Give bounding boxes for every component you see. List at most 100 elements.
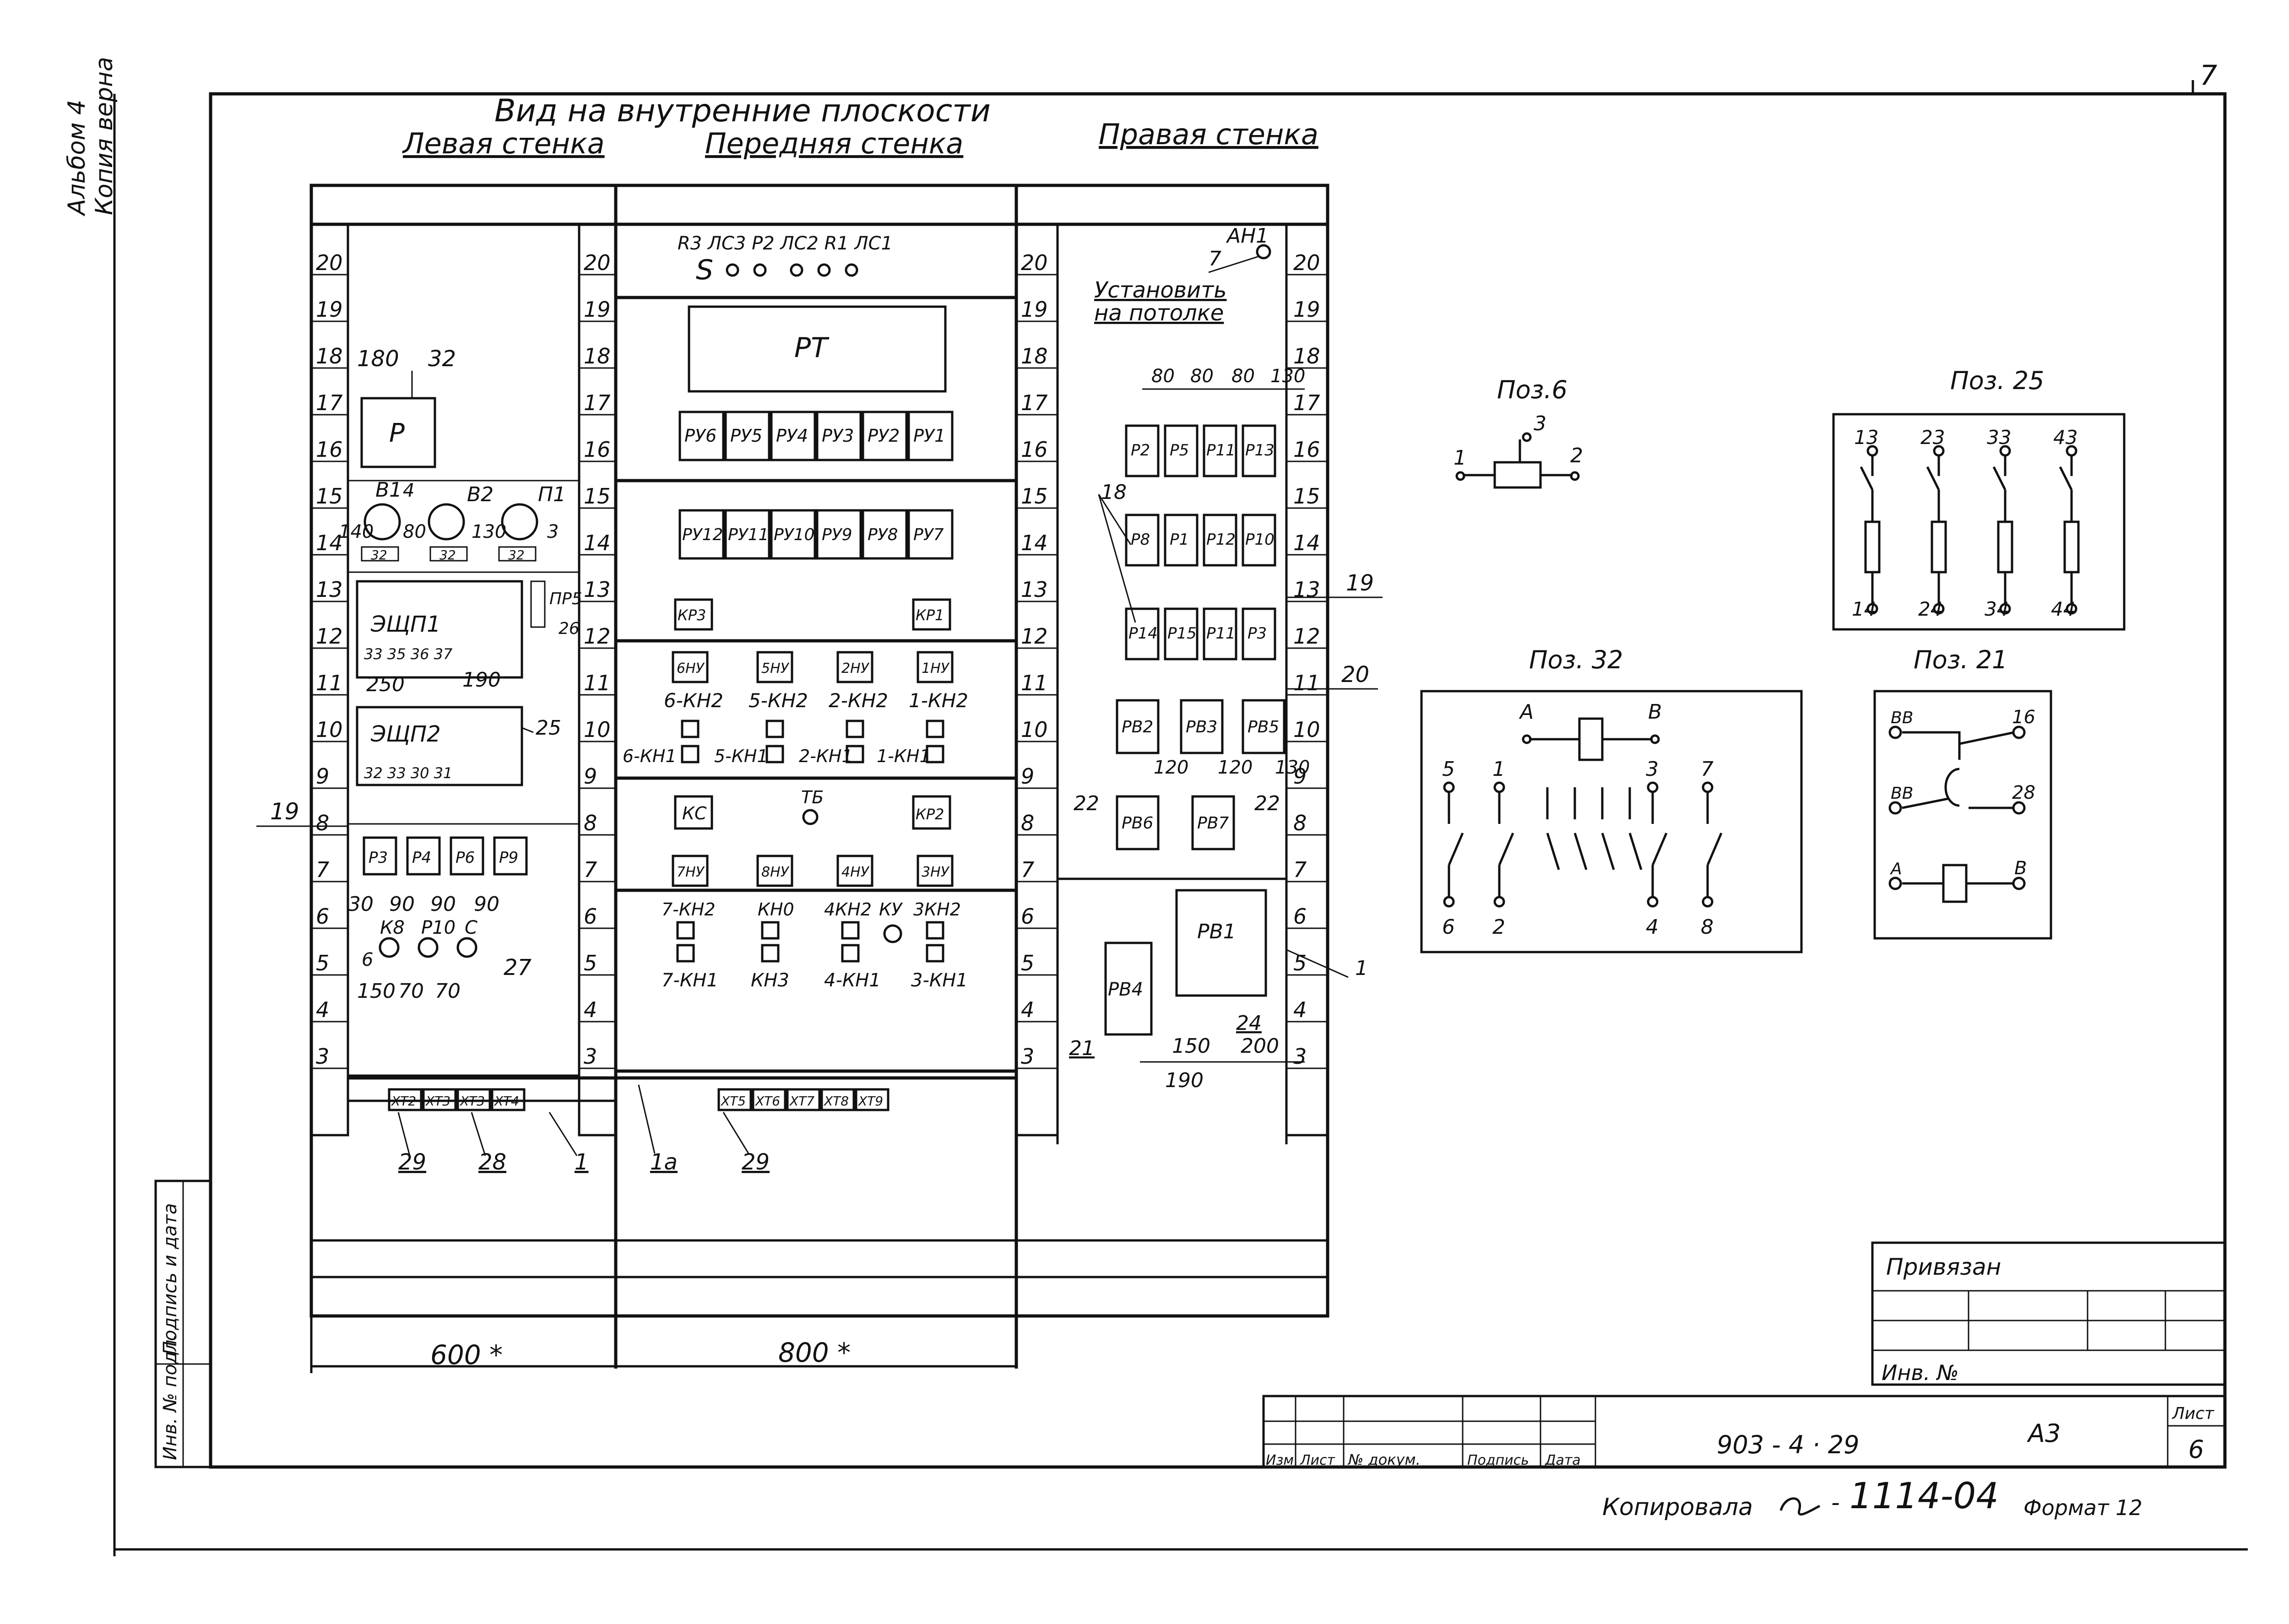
switch-b1[interactable] <box>363 503 401 541</box>
kh1-1-btn[interactable] <box>926 745 944 763</box>
pos25-fuse <box>1997 520 2013 574</box>
pos21-coil <box>1942 864 1968 903</box>
kh2-5-btn[interactable] <box>765 720 784 738</box>
tb-label: ТБ <box>801 787 824 807</box>
pos6-pin-2 <box>1570 471 1580 481</box>
kh1-2-btn[interactable] <box>846 745 864 763</box>
lamp-k8 <box>379 937 400 958</box>
pos32-coil-a <box>1522 734 1532 744</box>
ep1-cells: 33 35 36 37 <box>364 645 453 663</box>
pos25-top-label: 23 <box>1920 426 1945 449</box>
kh-btn-4b[interactable] <box>841 944 860 963</box>
pos25-bottom-label: 14 <box>1852 598 1876 620</box>
ru9-label: РУ9 <box>822 525 852 544</box>
tb-lamp <box>802 809 819 825</box>
switch-dim-c: 80 <box>403 521 426 542</box>
ruler-number: 4 <box>1021 997 1034 1022</box>
relay-p6-label: Р6 <box>456 849 475 867</box>
ruler-number: 9 <box>584 764 597 789</box>
kh-btn-7a[interactable] <box>676 921 695 940</box>
front-pot-3 <box>790 263 803 277</box>
kh-btn-3a[interactable] <box>926 921 944 940</box>
pos21-term-6 <box>2012 877 2026 890</box>
kh2-1-btn[interactable] <box>926 720 944 738</box>
pos21-left-2: ВВ <box>1891 784 1913 803</box>
pos32-aux-blade <box>1573 833 1588 870</box>
ruler-left-outer <box>310 223 349 1137</box>
pos25-blade <box>1860 466 1874 491</box>
kh-btn-7b[interactable] <box>676 944 695 963</box>
right-relay-row-3: Р14 Р15 Р11 Р3 <box>1125 607 1276 660</box>
lamp-dim-b: 150 <box>357 980 396 1003</box>
right-dim-3: 80 <box>1231 366 1255 387</box>
ruler-number: 13 <box>1021 577 1048 602</box>
ruler-number: 5 <box>316 951 329 975</box>
right-dim-4: 130 <box>1270 366 1305 387</box>
ruler-number: 5 <box>1021 951 1034 975</box>
kh2-6-btn[interactable] <box>681 720 700 738</box>
ruler-number: 15 <box>1021 484 1048 509</box>
left-r-box <box>360 397 436 468</box>
kh1-6-btn[interactable] <box>681 745 700 763</box>
right-wall-title: Правая стенка <box>1099 118 1318 151</box>
stamp-format-code: А3 <box>2027 1419 2061 1448</box>
pos25-top-label: 43 <box>2053 426 2077 449</box>
ru10-box <box>770 509 816 560</box>
relay-p9-label: Р9 <box>499 849 518 867</box>
right-bottom-dim-1: 150 <box>1172 1034 1210 1058</box>
hu3-label: 3НУ <box>922 864 950 880</box>
switch-b2[interactable] <box>428 503 465 541</box>
pb1-box <box>1175 889 1267 997</box>
kh2-2-btn[interactable] <box>846 720 864 738</box>
hu1-label: 1НУ <box>922 660 950 677</box>
pos32-coil <box>1578 717 1604 761</box>
pos32-blade <box>1498 833 1514 866</box>
pos32-title: Поз. 32 <box>1529 645 1623 674</box>
switch-dim-e: 3 <box>547 521 559 542</box>
side-note-line-1: Альбом 4 <box>63 100 91 217</box>
privyazan-block <box>1871 1241 2226 1386</box>
kh-btn-4a[interactable] <box>841 921 860 940</box>
kh-btn-3b[interactable] <box>926 944 944 963</box>
pb4-box <box>1104 942 1153 1036</box>
switch-p1[interactable] <box>501 503 538 541</box>
switch-b1-label: В1 <box>375 478 402 502</box>
kh1-5-btn[interactable] <box>765 745 784 763</box>
left-top-pos: 32 <box>428 346 456 372</box>
pos32-bottom-terminal <box>1443 896 1455 908</box>
relay-r13-label: Р13 <box>1245 441 1275 460</box>
pos32-top-terminal <box>1443 781 1455 793</box>
relay-r14 <box>1125 607 1160 660</box>
ruler-number: 9 <box>1021 764 1034 789</box>
ru3-label: РУ3 <box>822 426 854 446</box>
right-pos24: 24 <box>1236 1012 1262 1035</box>
ruler-number: 3 <box>316 1044 329 1069</box>
pos25-top-label: 33 <box>1987 426 2011 449</box>
stamp-sheet-number: 6 <box>2188 1435 2204 1464</box>
right-pos1: 1 <box>1355 957 1368 980</box>
relay-dim-c: 90 <box>430 893 456 916</box>
right-pos19: 19 <box>1346 570 1374 596</box>
ruler-number: 4 <box>584 997 597 1022</box>
kp2-label: КР2 <box>916 806 944 823</box>
side-note: Альбом 4 Копия верна <box>63 57 118 217</box>
stamp-sheet-label: Лист <box>2171 1404 2214 1423</box>
ruler-number: 11 <box>584 671 611 695</box>
ruler-number: 11 <box>1021 671 1048 695</box>
pos6-pin-1 <box>1455 471 1465 481</box>
stamp-col-date: Дата <box>1544 1452 1581 1468</box>
kh-btn-0b[interactable] <box>761 944 780 963</box>
ruler-number: 8 <box>1293 811 1307 835</box>
relay-p3 <box>363 836 397 876</box>
relay-r14-label: Р14 <box>1128 624 1158 643</box>
relay-r5-label: Р5 <box>1170 441 1189 460</box>
relay-r10 <box>1242 514 1276 567</box>
footer-signature <box>1779 1497 1821 1516</box>
ru9-box <box>816 509 862 560</box>
left-pos19: 19 <box>270 798 299 825</box>
ruler-number: 19 <box>316 297 343 322</box>
kh-btn-0a[interactable] <box>761 921 780 940</box>
ruler-number: 7 <box>1293 857 1307 882</box>
